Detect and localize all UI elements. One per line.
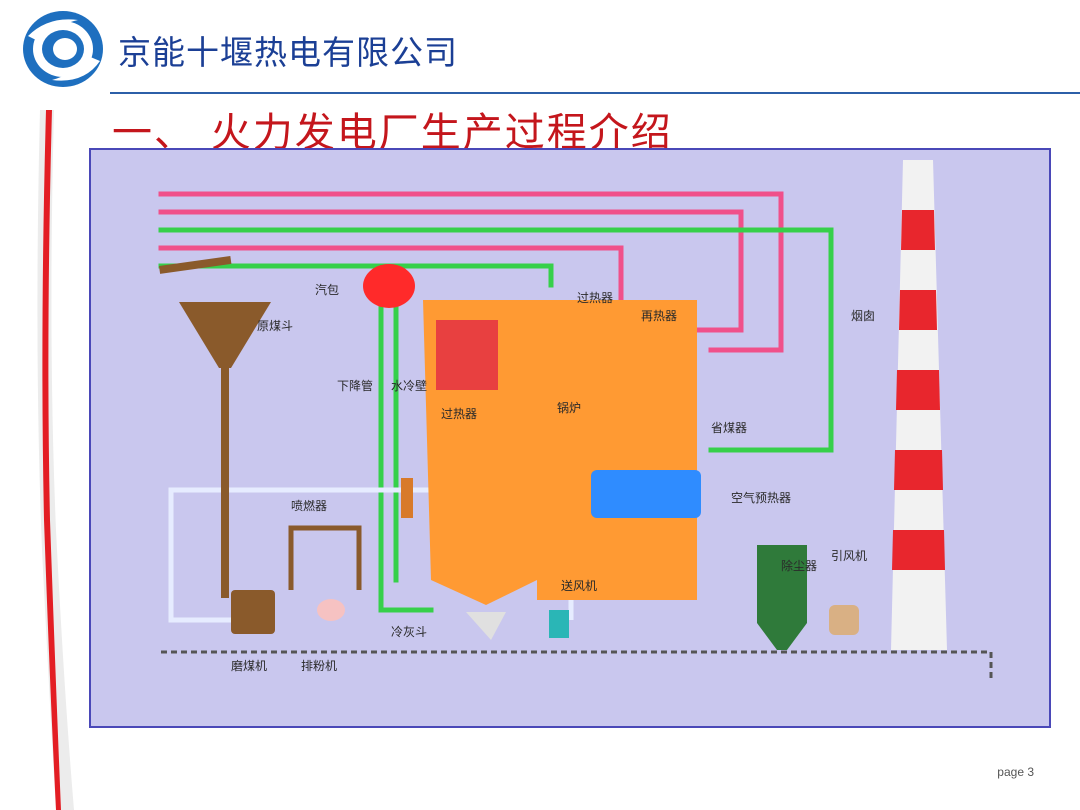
label-chimney: 烟囱 bbox=[851, 309, 875, 323]
air-pipe-1 bbox=[168, 487, 591, 623]
page-number: page 3 bbox=[997, 765, 1034, 779]
forced-fan-shape bbox=[549, 610, 569, 638]
air-preheater-shape bbox=[591, 470, 701, 518]
label-forced-fan: 送风机 bbox=[561, 578, 597, 593]
label-air-preheater: 空气预热器 bbox=[731, 490, 791, 505]
water-pipe-3 bbox=[378, 287, 434, 613]
dust-collector-cone bbox=[757, 623, 807, 650]
label-superheater: 过热器 bbox=[441, 407, 477, 421]
steam-drum-shape bbox=[363, 264, 415, 308]
label-raw-coal-hopper: 原煤斗 bbox=[257, 319, 293, 333]
label-dust-collector: 除尘器 bbox=[781, 558, 817, 573]
water-pipe-2 bbox=[158, 263, 554, 288]
label-downcomer: 下降管 bbox=[337, 378, 373, 393]
label-exhauster: 排粉机 bbox=[301, 659, 337, 673]
label-steam-drum: 汽包 bbox=[315, 282, 339, 297]
induced-fan-shape bbox=[829, 605, 859, 635]
ash-sluice-pipe bbox=[161, 650, 993, 680]
label-induced-fan: 引风机 bbox=[831, 549, 867, 563]
water-pipe-1 bbox=[158, 227, 834, 453]
label-reheater: 再热器 bbox=[641, 309, 677, 323]
superheater-block bbox=[436, 320, 498, 390]
coal-conveyor bbox=[159, 255, 232, 274]
coal-mill-shape bbox=[231, 590, 275, 634]
exhauster-shape bbox=[317, 599, 345, 621]
burner-shape bbox=[401, 478, 413, 518]
steam-pipe-2 bbox=[158, 209, 744, 333]
label-coal-mill: 磨煤机 bbox=[231, 659, 267, 673]
label-water-wall: 水冷壁 bbox=[391, 378, 427, 393]
header-divider bbox=[110, 92, 1080, 94]
coal-feed-pipe bbox=[288, 525, 362, 590]
power-plant-diagram: 汽包 原煤斗 下降管 水冷壁 过热器 再热器 烟囱 过热器 锅炉 省煤器 喷燃器… bbox=[89, 148, 1051, 728]
boiler-body bbox=[537, 300, 697, 600]
chimney-shape bbox=[891, 160, 947, 650]
raw-coal-hopper-shape bbox=[179, 302, 271, 368]
left-swoosh-decoration bbox=[37, 110, 74, 810]
ash-hopper-shape bbox=[466, 612, 506, 640]
company-name: 京能十堰热电有限公司 bbox=[118, 33, 458, 72]
label-burner: 喷燃器 bbox=[291, 498, 327, 513]
company-logo bbox=[23, 11, 103, 87]
coal-down-pipe bbox=[221, 368, 229, 598]
water-pipes bbox=[158, 227, 834, 613]
process-flow-svg: 汽包 原煤斗 下降管 水冷壁 过热器 再热器 烟囱 过热器 锅炉 省煤器 喷燃器… bbox=[158, 160, 993, 680]
label-ash-hopper: 冷灰斗 bbox=[391, 625, 427, 639]
dust-collector-shape bbox=[757, 545, 807, 623]
label-boiler: 锅炉 bbox=[557, 400, 581, 415]
steam-pipe-1 bbox=[158, 191, 784, 353]
label-economizer: 省煤器 bbox=[711, 421, 747, 435]
label-superheater-top: 过热器 bbox=[577, 291, 613, 305]
